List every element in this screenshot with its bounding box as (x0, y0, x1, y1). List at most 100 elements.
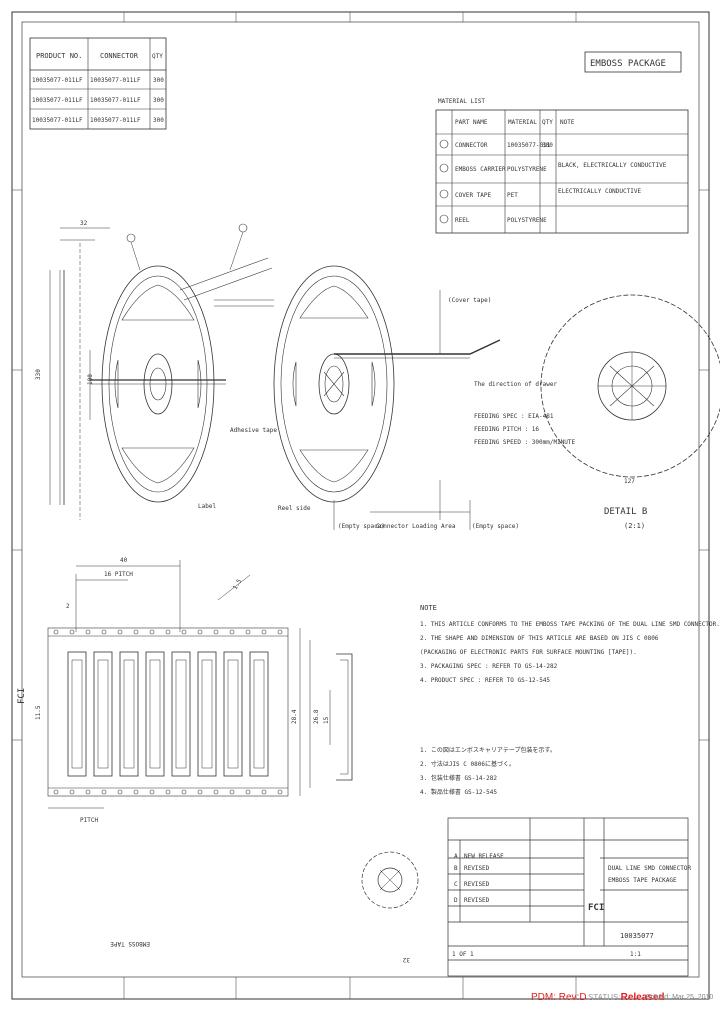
scale-info: 1:1 (630, 951, 641, 958)
detail-b-scale: (2:1) (624, 522, 645, 530)
feeding-line: FEEDING PITCH : 16 (474, 426, 539, 433)
doc-number: 10035077 (620, 932, 654, 940)
empty-space-left: (Empty space) (338, 523, 385, 530)
connector-loading-area: Connector Loading Area (376, 523, 456, 530)
reel-hub-detail (361, 851, 419, 909)
reel-front-view-1 (90, 223, 274, 503)
product-cell: 300 (153, 77, 164, 84)
title-line: DUAL LINE SMD CONNECTOR (608, 865, 691, 872)
dim-text: 127 (624, 478, 635, 485)
pdm-revision: PDM: Rev:D (531, 992, 587, 1003)
item-balloon (439, 189, 449, 199)
status: STATUS:Released (588, 992, 665, 1003)
rev-cell: D (454, 897, 458, 904)
item-balloon (439, 163, 449, 173)
company-logo: FCI (588, 903, 604, 913)
material-cell: POLYSTYRENE (507, 217, 547, 224)
note-line: (PACKAGING OF ELECTRONIC PARTS FOR SURFA… (420, 649, 637, 656)
sprocket-holes (53, 629, 283, 795)
feeding-line: FEEDING SPEC : EIA-481 (474, 413, 554, 420)
direction-label: The direction of drawer (474, 381, 557, 388)
empty-space-right: (Empty space) (472, 523, 519, 530)
status-value: Released (620, 992, 665, 1003)
detail-b-view (540, 294, 720, 478)
tape-section-view (329, 653, 353, 781)
rev-cell: NEW RELEASE (464, 853, 504, 860)
material-cell: CONNECTOR (455, 142, 488, 149)
material-header-2: QTY (542, 119, 553, 126)
dim-text: 11.5 (35, 705, 42, 720)
material-caption: MATERIAL LIST (438, 98, 485, 105)
zone-marks (12, 12, 709, 999)
material-cell: COVER TAPE (455, 192, 492, 199)
material-cell: EMBOSS CARRIER (455, 166, 506, 173)
product-cell: 10035077-011LF (32, 77, 83, 84)
dim-text: 15 (323, 716, 330, 724)
rev-cell: A (454, 853, 458, 860)
dim-text: 1.5 (232, 578, 244, 591)
dim-text: 32 (402, 956, 410, 963)
note-line: 1. THIS ARTICLE CONFORMS TO THE EMBOSS T… (420, 621, 720, 628)
rev-cell: C (454, 881, 458, 888)
outer-border (11, 11, 710, 1000)
material-header-0: PART NAME (455, 119, 488, 126)
dim-text: 40 (120, 557, 128, 564)
product-cell: 10035077-011LF (32, 97, 83, 104)
cover-tape-label: (Cover tape) (448, 297, 491, 304)
product-cell: 10035077-011LF (90, 77, 141, 84)
reel-front-view-2 (273, 265, 501, 530)
product-header-1: CONNECTOR (100, 52, 139, 60)
note-line: 2. THE SHAPE AND DIMENSION OF THIS ARTIC… (420, 635, 659, 642)
product-cell: 10035077-011LF (90, 97, 141, 104)
note-line: 3. PACKAGING SPEC : REFER TO GS-14-282 (420, 663, 558, 670)
material-table: MATERIAL LIST PART NAME MATERIAL QTY NOT… (435, 98, 689, 234)
material-cell: BLACK, ELECTRICALLY CONDUCTIVE (558, 162, 667, 169)
material-header-1: MATERIAL (508, 119, 537, 126)
dim-text: 26.8 (313, 709, 320, 724)
tape-caption: EMBOSS TAPE (110, 940, 150, 947)
material-cell: PET (507, 192, 518, 199)
product-cell: 10035077-011LF (32, 117, 83, 124)
rev-cell: REVISED (464, 897, 490, 904)
material-cell: 10035077-011 (507, 142, 551, 149)
product-cell: 300 (153, 97, 164, 104)
reel-side-label: Reel side (278, 505, 311, 512)
notes-block: NOTE 1. THIS ARTICLE CONFORMS TO THE EMB… (420, 604, 720, 796)
rev-cell: B (454, 865, 458, 872)
notes-title: NOTE (420, 604, 437, 612)
dim-text: 28.4 (291, 709, 298, 724)
product-header-2: QTY (152, 53, 163, 60)
detail-b-title: DETAIL B (604, 507, 647, 517)
material-cell: 300 (542, 142, 553, 149)
note-jp-line: 4. 製品仕様書 GS-12-545 (420, 788, 497, 796)
dim-text: 16 PITCH (104, 571, 133, 578)
dim-text: 32 (80, 220, 88, 227)
product-cell: 300 (153, 117, 164, 124)
note-jp-line: 2. 寸法はJIS C 0806に基づく。 (420, 760, 515, 768)
product-table: PRODUCT NO. CONNECTOR QTY 10035077-011LF… (29, 37, 167, 130)
material-cell: REEL (455, 217, 470, 224)
item-balloon (439, 139, 449, 149)
title-line: EMBOSS TAPE PACKAGE (608, 877, 677, 884)
emboss-tape-view (47, 560, 311, 809)
status-label: STATUS: (588, 993, 621, 1002)
sheet-info: 1 OF 1 (452, 951, 474, 958)
dim-text: PITCH (80, 817, 98, 824)
note-jp-line: 1. この図はエンボスキャリアテープ包装を示す。 (420, 746, 556, 754)
dim-text: 330 (35, 369, 42, 380)
reel-side-view (49, 227, 110, 520)
inner-border (21, 21, 700, 978)
material-header-3: NOTE (560, 119, 575, 126)
dim-text: 2 (66, 603, 70, 610)
adhesive-tape-label: Adhesive tape (230, 427, 277, 434)
package-title: EMBOSS PACKAGE (590, 59, 666, 69)
title-block (447, 817, 689, 977)
product-header-0: PRODUCT NO. (36, 52, 82, 60)
material-cell: ELECTRICALLY CONDUCTIVE (558, 188, 641, 195)
rev-cell: REVISED (464, 881, 490, 888)
feeding-line: FEEDING SPEED : 300mm/MINUTE (474, 439, 576, 446)
note-jp-line: 3. 包装仕様書 GS-14-282 (420, 774, 497, 782)
dim-text: 100 (87, 374, 94, 385)
printed-date: Printed: Mar 25, 2010 (646, 994, 714, 1001)
rev-cell: REVISED (464, 865, 490, 872)
